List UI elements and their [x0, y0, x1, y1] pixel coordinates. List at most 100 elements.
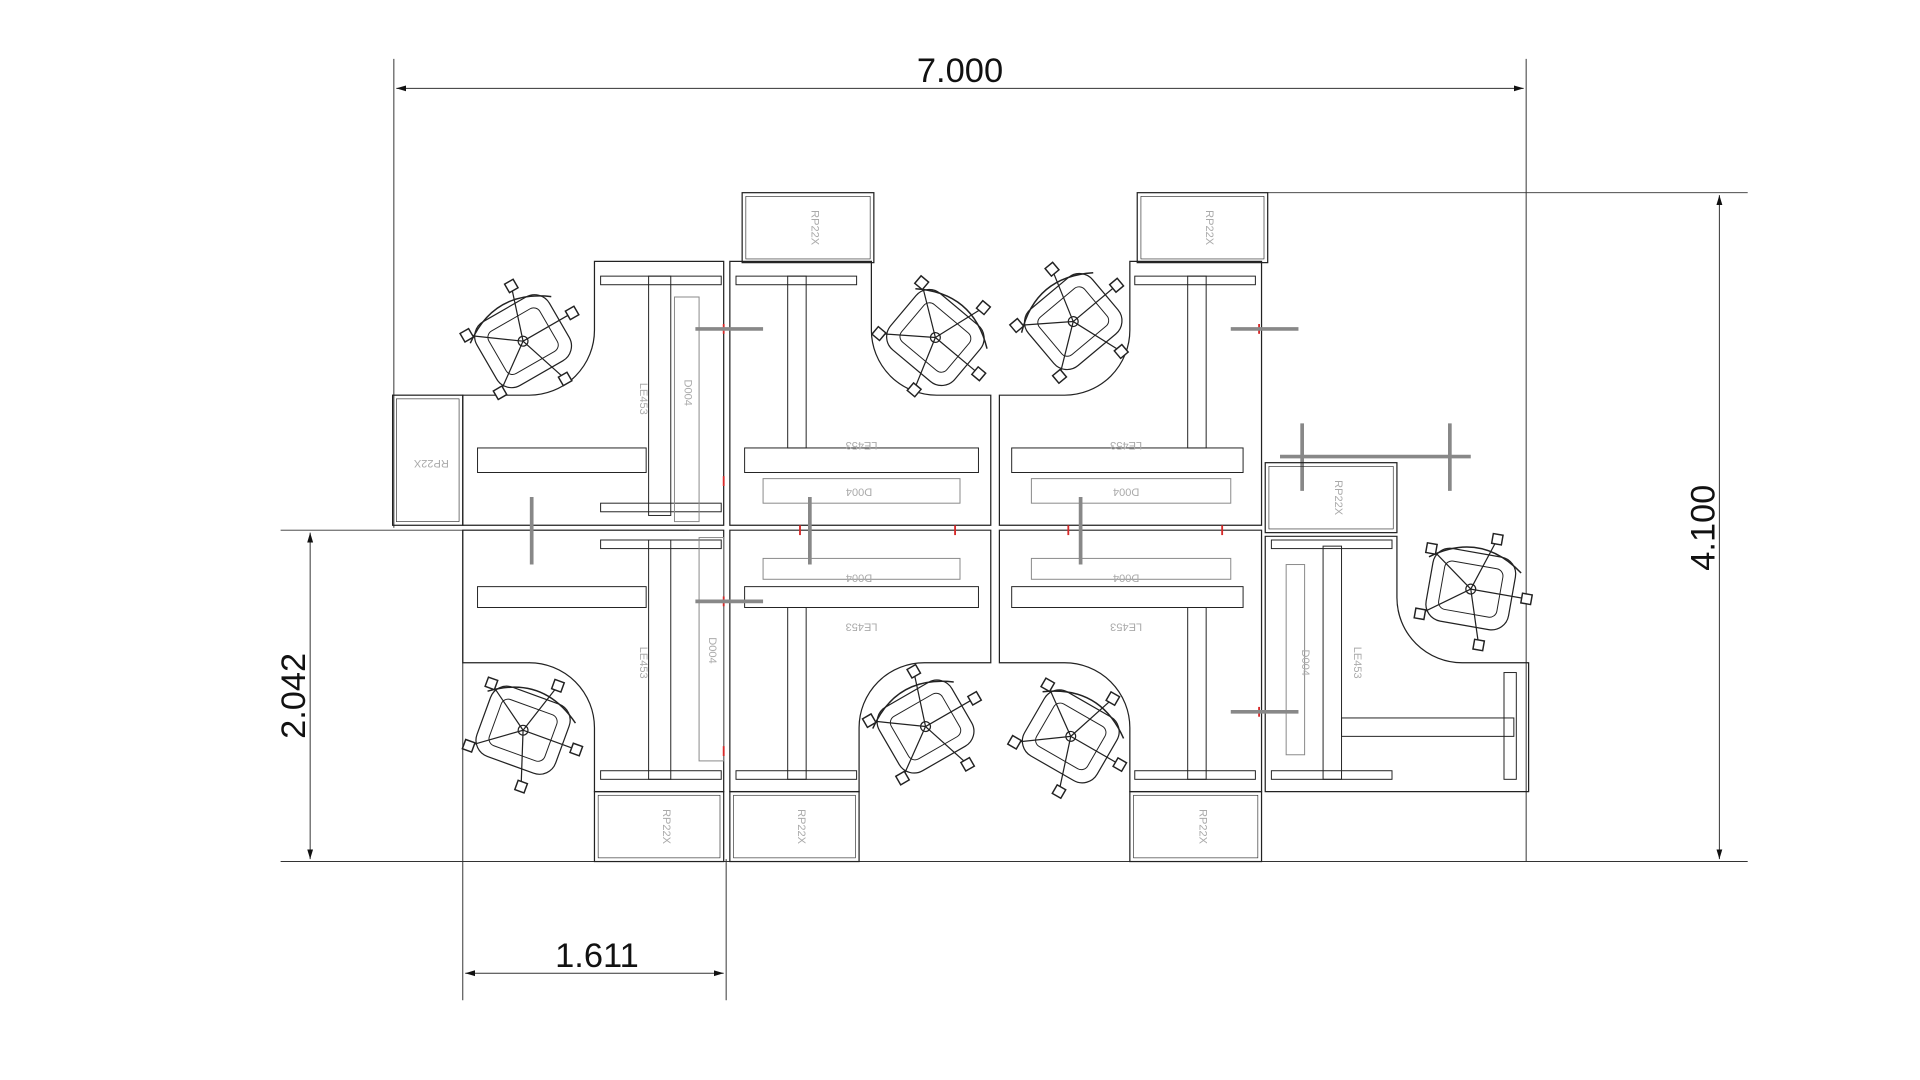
chair-hub: [1065, 730, 1077, 742]
pedestal-cabinet: [1129, 790, 1263, 863]
desk-frame-beam: [477, 586, 647, 608]
screen-label: D004: [1299, 650, 1311, 676]
module-width-label: 1.611: [555, 937, 639, 975]
desk-worksurface: [998, 260, 1263, 526]
desk-foot: [600, 502, 722, 513]
pedestal-label: RP22X: [660, 809, 672, 845]
desk-label: LE453: [1110, 439, 1142, 451]
pedestal-drawer-outline: [1140, 196, 1265, 260]
pedestal-cabinet: [1136, 192, 1269, 264]
desk-screen: [1285, 564, 1306, 756]
chair-base-leg: [869, 720, 926, 728]
chair-hub: [517, 724, 529, 736]
chair-base-leg: [921, 282, 936, 338]
dimension-lines: [280, 58, 1748, 1001]
desk-worksurface: [729, 260, 992, 526]
screen-label: D004: [846, 571, 872, 583]
pedestal-label: RP22X: [1332, 480, 1344, 516]
chair-hub: [1067, 316, 1079, 328]
chair-caster: [459, 327, 475, 343]
desk-frame-beam: [787, 607, 807, 780]
chair-base-leg: [1419, 588, 1472, 615]
pedestal-drawer-outline: [733, 794, 856, 859]
chair-base-leg: [1058, 736, 1072, 792]
chair-caster: [564, 305, 580, 321]
chair-base-leg: [913, 671, 927, 727]
pedestal-label: RP22X: [1203, 210, 1215, 246]
pedestal-drawer-outline: [1133, 794, 1259, 859]
desk-frame-beam: [1187, 607, 1207, 780]
desk-screen: [762, 557, 961, 580]
chair-caster: [1051, 368, 1068, 385]
desk-frame-beam: [744, 447, 979, 473]
pedestal-cabinet: [1264, 462, 1398, 534]
desk-worksurface: [1264, 535, 1530, 793]
chair-base-leg: [878, 332, 936, 339]
screen-label: D004: [846, 485, 872, 497]
chair-caster: [1472, 638, 1486, 652]
module-depth-label: 2.042: [275, 653, 313, 739]
office-chair: [459, 278, 580, 401]
pedestal-label: RP22X: [1196, 809, 1208, 845]
chair-base-leg: [522, 729, 577, 751]
office-chair: [870, 274, 992, 398]
desk-screen: [1030, 557, 1232, 580]
pedestal-drawer-outline: [745, 196, 871, 260]
office-chair: [1413, 532, 1534, 652]
desk-foot: [735, 275, 858, 286]
chair-caster: [503, 278, 520, 294]
chair-caster: [1519, 592, 1534, 606]
chair-base-leg: [1072, 321, 1122, 352]
office-chair: [1008, 261, 1130, 385]
chair-caster: [1113, 343, 1130, 360]
chair-base-leg: [1430, 548, 1472, 590]
chair-caster: [975, 299, 992, 316]
chair-caster: [550, 678, 566, 693]
chair-base-leg: [520, 730, 524, 787]
chair-caster: [906, 381, 923, 398]
desk-frame-beam: [787, 275, 807, 449]
desk-screen: [762, 478, 961, 504]
chair-caster: [1490, 532, 1504, 546]
chair-base-leg: [522, 685, 559, 731]
chair-hub: [1465, 583, 1477, 595]
chair-backrest: [1042, 690, 1125, 739]
desk-frame-beam: [477, 447, 647, 473]
desk-worksurface: [729, 529, 992, 793]
desk-label: LE453: [637, 647, 649, 679]
chair-caster: [513, 779, 529, 794]
office-chair: [861, 663, 983, 786]
chair-caster: [484, 676, 499, 691]
chair-caster: [870, 325, 887, 342]
chair-caster: [492, 385, 508, 401]
screen-label: D004: [1113, 571, 1139, 583]
chair-base-leg: [925, 726, 969, 765]
desk-frame-beam: [648, 275, 672, 516]
chair-caster: [861, 712, 877, 729]
chair-base-leg: [935, 307, 984, 339]
chair-caster: [959, 756, 976, 773]
chair-base-leg: [490, 683, 524, 731]
chair-base-leg: [934, 337, 980, 375]
chair-caster: [1008, 317, 1025, 334]
chair-caster: [970, 365, 987, 382]
screen-label: D004: [1113, 485, 1139, 497]
desk-foot: [600, 770, 722, 780]
desk-frame-beam: [1011, 586, 1244, 608]
chair-caster: [1413, 607, 1427, 621]
desk-foot: [600, 539, 722, 550]
pedestal-cabinet: [593, 790, 725, 863]
desk-label: LE453: [846, 620, 878, 632]
chair-base-leg: [1470, 538, 1498, 590]
chair-caster: [913, 274, 930, 291]
pedestal-drawer-outline: [597, 794, 721, 859]
chair-caster: [557, 371, 573, 387]
overall-depth-label: 4.100: [1684, 485, 1722, 571]
chairs-layer: [459, 261, 1534, 800]
chair-base-leg: [468, 729, 524, 747]
pedestal-cabinet: [392, 394, 464, 526]
chair-backrest: [872, 680, 954, 729]
chair-caster: [1006, 734, 1023, 750]
